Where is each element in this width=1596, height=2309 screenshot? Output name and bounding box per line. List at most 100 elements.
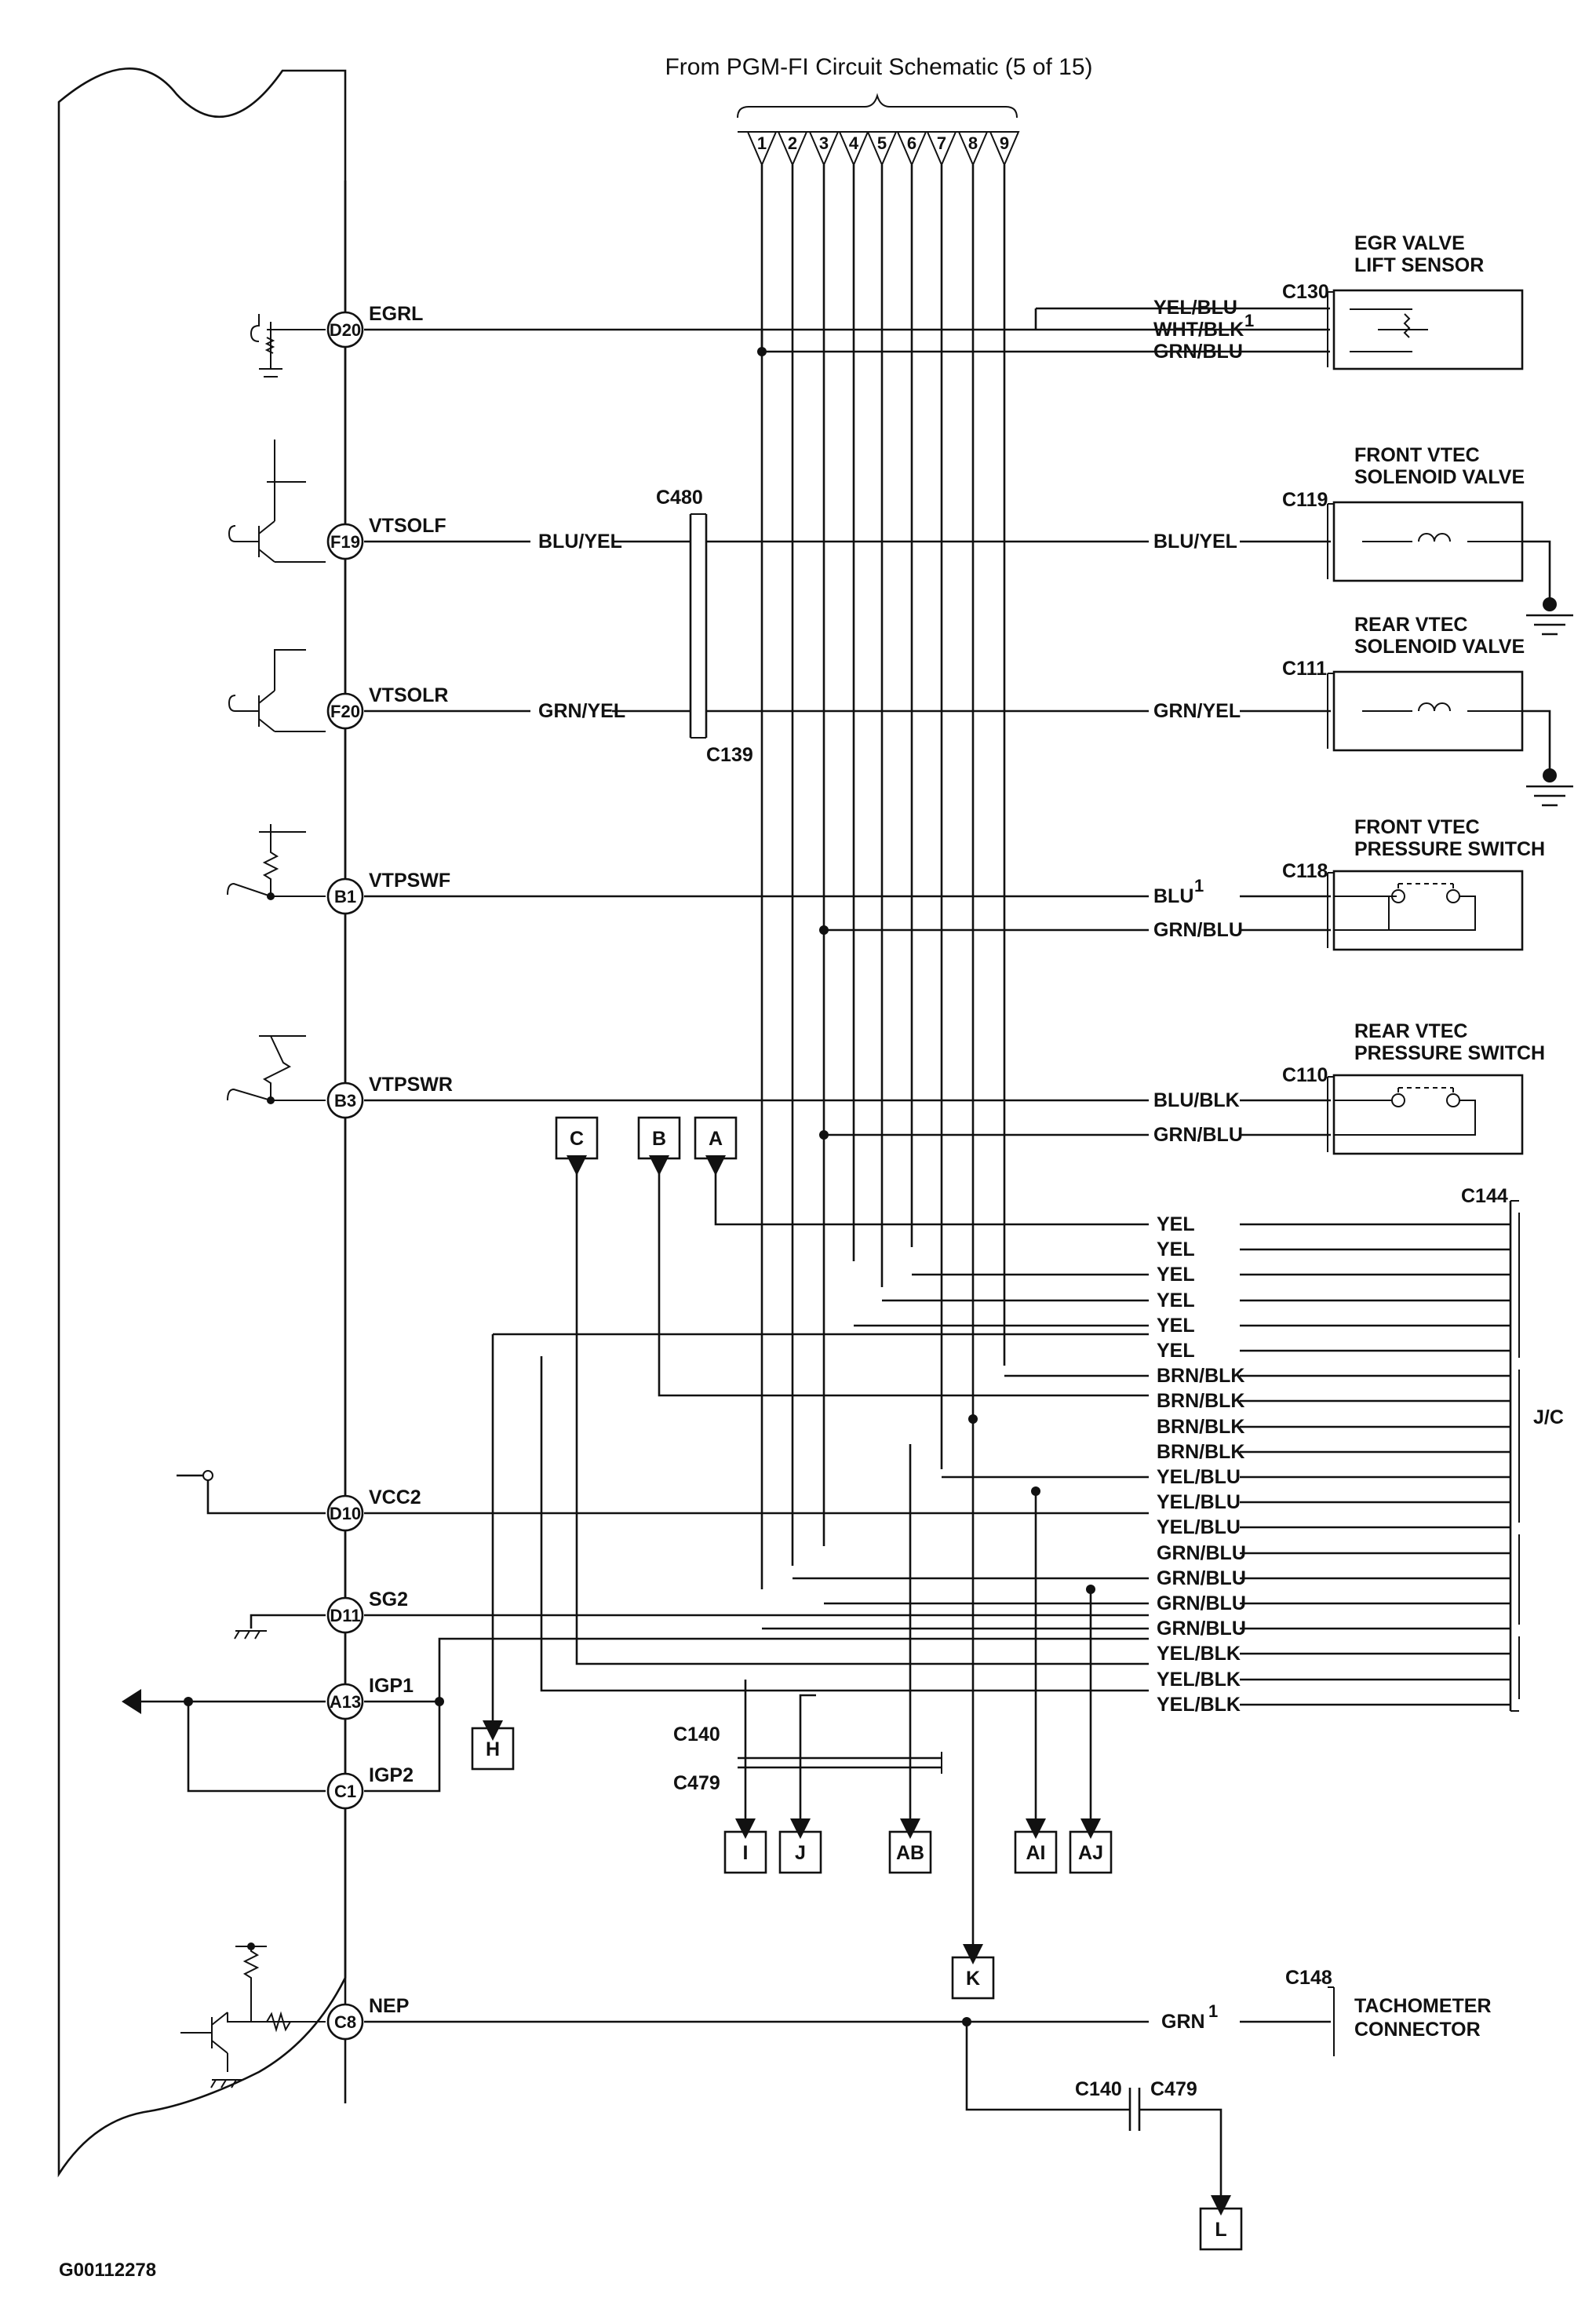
egr-title-2: LIFT SENSOR — [1354, 254, 1484, 276]
jc-wire-bundle: YELYELYELYELYELYELBRN/BLKBRN/BLKBRN/BLKB… — [762, 1213, 1510, 1716]
jc-wire-label: YEL/BLK — [1157, 1694, 1241, 1716]
c480-label: C480 — [656, 487, 703, 509]
nep-circuit: C140 C479 GRN 1 TACHOMETER CONNECTOR C14… — [364, 1967, 1492, 2216]
jc-wire-label: YEL/BLK — [1157, 1669, 1241, 1691]
ref-box-label: AJ — [1078, 1842, 1103, 1864]
nep-wire: GRN — [1161, 2011, 1205, 2033]
ref-box-h: H — [471, 1727, 515, 1771]
top-connector-4: 4 — [838, 131, 869, 167]
ref-upwires — [567, 1155, 1149, 1665]
ref-box-i: I — [723, 1830, 767, 1874]
igp-circuit — [122, 1333, 1149, 1793]
top-connector-label: 8 — [968, 133, 978, 153]
jc-wire-label: GRN/BLU — [1157, 1567, 1246, 1589]
jc-wire-label: YEL — [1157, 1340, 1195, 1362]
nep-wire-sup: 1 — [1208, 2001, 1218, 2021]
ref-box-label: K — [966, 1968, 980, 1990]
rvs-title-1: REAR VTEC — [1354, 614, 1467, 636]
vtpswf-wire-2: GRN/BLU — [1153, 919, 1243, 941]
vtsolf-circuit: BLU/YEL BLU/YEL FRONT VTEC SOLENOID VALV… — [364, 444, 1573, 636]
ref-box-ai: AI — [1014, 1830, 1058, 1874]
egr-wire-3: GRN/BLU — [1153, 341, 1243, 363]
jc-wire-label: YEL/BLU — [1157, 1516, 1241, 1538]
vtpswr-circuit: BLU/BLK GRN/BLU REAR VTEC PRESSURE SWITC… — [364, 1020, 1545, 1155]
ref-box-b: B — [637, 1116, 681, 1160]
vtsolr-wire-right: GRN/YEL — [1153, 700, 1241, 722]
fps-title-1: FRONT VTEC — [1354, 816, 1480, 838]
ref-box-c: C — [555, 1116, 599, 1160]
ref-box-label: A — [709, 1128, 723, 1150]
ref-box-label: I — [743, 1842, 749, 1864]
fps-connector: C118 — [1282, 860, 1328, 882]
pin-b1: B1 VTPSWF — [326, 870, 450, 915]
vtsolf-wire-right: BLU/YEL — [1153, 531, 1237, 553]
vtpswr-wire-1: BLU/BLK — [1153, 1089, 1240, 1111]
jc-wire-label: YEL/BLU — [1157, 1491, 1241, 1513]
fvs-title-2: SOLENOID VALVE — [1354, 466, 1525, 488]
pin-signal-label: VTSOLF — [369, 515, 446, 537]
sg2-circuit — [234, 1614, 1149, 1640]
ref-box-label: B — [652, 1128, 666, 1150]
jc-label: J/C — [1533, 1406, 1564, 1428]
top-connector-label: 7 — [937, 133, 946, 153]
ref-box-label: AB — [896, 1842, 924, 1864]
pin-signal-label: NEP — [369, 1995, 409, 2017]
pin-d11: D11 SG2 — [326, 1589, 408, 1634]
egr-wire-2: WHT/BLK — [1153, 319, 1244, 341]
c480-c139-connector: C480 C139 — [656, 487, 753, 766]
pin-id: D11 — [330, 1606, 360, 1625]
vtpswf-circuit: BLU 1 GRN/BLU FRONT VTEC PRESSURE SWITCH… — [364, 816, 1545, 951]
top-connector-label: 5 — [877, 133, 887, 153]
pin-id: B3 — [334, 1091, 356, 1111]
ref-box-ab: AB — [888, 1830, 932, 1874]
top-connector-label: 2 — [788, 133, 797, 153]
c479b-label: C479 — [1150, 2078, 1197, 2100]
vtsolr-wire-left: GRN/YEL — [538, 700, 625, 722]
rps-connector: C110 — [1282, 1064, 1328, 1086]
ecm-internal-symbols — [180, 314, 326, 2088]
vtpswf-wire-1-sup: 1 — [1194, 876, 1204, 896]
pin-id: B1 — [334, 887, 356, 906]
jc-wire-label: YEL/BLK — [1157, 1643, 1241, 1665]
ref-box-label: C — [570, 1128, 584, 1150]
jc-wire-label: BRN/BLK — [1157, 1441, 1245, 1463]
top-connector-label: 6 — [907, 133, 916, 153]
ref-box-j: J — [778, 1830, 822, 1874]
tach-connector: C148 — [1285, 1967, 1332, 1989]
top-connector-3: 3 — [808, 131, 840, 167]
pin-signal-label: VTPSWR — [369, 1074, 453, 1096]
c140b-label: C140 — [1075, 2078, 1122, 2100]
rps-title-2: PRESSURE SWITCH — [1354, 1042, 1545, 1064]
jc-wire-label: YEL/BLU — [1157, 1466, 1241, 1488]
egr-wire-1: YEL/BLU — [1153, 297, 1237, 319]
rvs-connector: C111 — [1282, 658, 1327, 680]
fps-title-2: PRESSURE SWITCH — [1354, 838, 1545, 860]
fvs-title-1: FRONT VTEC — [1354, 444, 1480, 466]
jc-wire-label: YEL — [1157, 1264, 1195, 1286]
top-connector-label: 9 — [1000, 133, 1009, 153]
jc-wire-label: BRN/BLK — [1157, 1390, 1245, 1412]
ref-box-aj: AJ — [1069, 1830, 1113, 1874]
tach-title-2: CONNECTOR — [1354, 2019, 1481, 2041]
top-connector-5: 5 — [866, 131, 898, 167]
top-connector-8: 8 — [957, 131, 989, 167]
figure-id: G00112278 — [59, 2260, 156, 2281]
egr-connector: C130 — [1282, 281, 1329, 303]
top-connector-2: 2 — [777, 131, 808, 167]
pin-signal-label: SG2 — [369, 1589, 408, 1610]
jc-wire-label: BRN/BLK — [1157, 1416, 1245, 1438]
jc-wire-label: YEL — [1157, 1238, 1195, 1260]
diagram-title: From PGM-FI Circuit Schematic (5 of 15) — [665, 54, 1092, 80]
top-connector-6: 6 — [896, 131, 927, 167]
pin-signal-label: VTPSWF — [369, 870, 450, 892]
ref-box-l: L — [1199, 2207, 1243, 2251]
egr-title-1: EGR VALVE — [1354, 232, 1465, 254]
trunk-wires — [760, 165, 1006, 1589]
